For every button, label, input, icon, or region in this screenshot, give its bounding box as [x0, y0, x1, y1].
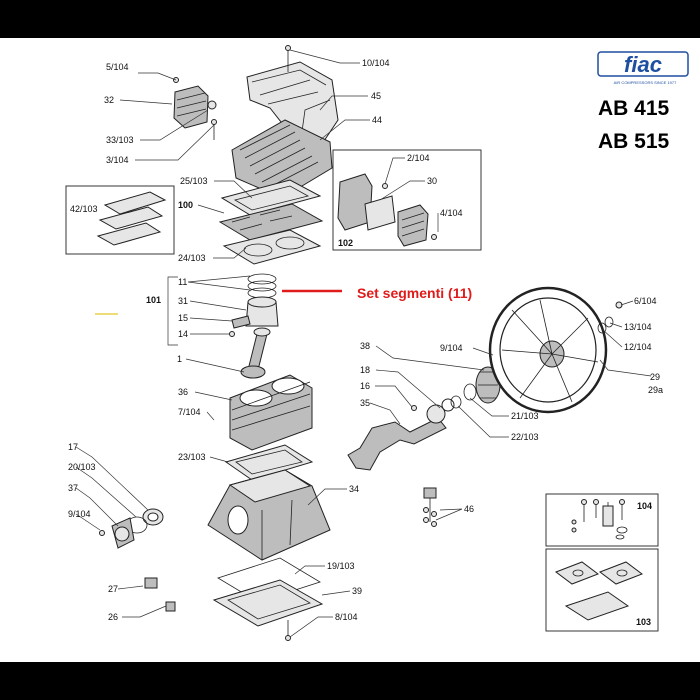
label-31: 31: [178, 296, 188, 306]
label-14: 14: [178, 329, 188, 339]
label-39: 39: [352, 586, 362, 596]
label-8-104: 8/104: [335, 612, 358, 622]
label-17: 17: [68, 442, 78, 452]
label-101: 101: [146, 295, 161, 305]
label-30: 30: [427, 176, 437, 186]
leader-lines: [75, 49, 652, 638]
part-labels: 5/104 10/104 32 45 44 33/103 3/104 2/104…: [68, 58, 663, 627]
label-104: 104: [637, 501, 652, 511]
label-6-104: 6/104: [634, 296, 657, 306]
exploded-diagram-sheet: fiac AIR COMPRESSORS SINCE 1977 AB 415 A…: [0, 38, 700, 662]
label-23-103: 23/103: [178, 452, 206, 462]
label-3-104: 3/104: [106, 155, 129, 165]
label-21-103: 21/103: [511, 411, 539, 421]
flywheel-part: [488, 286, 608, 414]
label-103: 103: [636, 617, 651, 627]
label-19-103: 19/103: [327, 561, 355, 571]
bearing-cap-parts: [99, 508, 164, 549]
label-46: 46: [464, 504, 474, 514]
label-44: 44: [372, 115, 382, 125]
cylinder-part: [229, 374, 313, 451]
callout-text: Set segmenti (11): [357, 285, 472, 301]
drain-valve-part: [423, 487, 437, 527]
gasket-kit-box-103: [545, 548, 659, 632]
valve-plate-stack: [218, 179, 324, 265]
label-33-103: 33/103: [106, 135, 134, 145]
label-29: 29: [650, 372, 660, 382]
label-35: 35: [360, 398, 370, 408]
model-title-1: AB 415: [598, 97, 670, 120]
label-32: 32: [104, 95, 114, 105]
valve-box-102: [332, 149, 482, 251]
label-4-104: 4/104: [440, 208, 463, 218]
label-20-103: 20/103: [68, 462, 96, 472]
label-12-104: 12/104: [624, 342, 652, 352]
bracket-101: [167, 276, 178, 346]
label-45: 45: [371, 91, 381, 101]
label-42-103: 42/103: [70, 204, 98, 214]
air-filter-part: [173, 85, 217, 129]
label-24-103: 24/103: [178, 253, 206, 263]
label-5-104: 5/104: [106, 62, 129, 72]
fiac-logo: fiac AIR COMPRESSORS SINCE 1977: [597, 51, 689, 85]
label-34: 34: [349, 484, 359, 494]
label-9-104-top: 9/104: [440, 343, 463, 353]
bottom-cover-part: [212, 557, 324, 641]
logo-frame: [597, 51, 689, 77]
exploded-view-diagram: fiac AIR COMPRESSORS SINCE 1977 AB 415 A…: [65, 45, 689, 641]
label-2-104: 2/104: [407, 153, 430, 163]
label-10-104: 10/104: [362, 58, 390, 68]
label-36: 36: [178, 387, 188, 397]
label-100: 100: [178, 200, 193, 210]
logo-text: fiac: [624, 52, 662, 77]
label-102: 102: [338, 238, 353, 248]
label-13-104: 13/104: [624, 322, 652, 332]
crankcase-part: [207, 469, 331, 561]
label-38: 38: [360, 341, 370, 351]
cylinder-head-part: [231, 119, 333, 199]
base-gasket-part: [224, 444, 314, 481]
label-22-103: 22/103: [511, 432, 539, 442]
label-37: 37: [68, 483, 78, 493]
label-16: 16: [360, 381, 370, 391]
label-15: 15: [178, 313, 188, 323]
label-18: 18: [360, 365, 370, 375]
label-25-103: 25/103: [180, 176, 208, 186]
label-9-104-left: 9/104: [68, 509, 91, 519]
label-26: 26: [108, 612, 118, 622]
label-7-104: 7/104: [178, 407, 201, 417]
crankshaft-part: [347, 398, 455, 471]
valve-kit-box-42: [65, 185, 175, 255]
label-29a: 29a: [648, 385, 663, 395]
model-title-2: AB 515: [598, 130, 670, 153]
logo-tagline: AIR COMPRESSORS SINCE 1977: [614, 80, 677, 85]
screw-kit-box-104: [545, 493, 659, 547]
label-27: 27: [108, 584, 118, 594]
oil-plug-parts: [144, 577, 176, 612]
piston-assembly: [229, 273, 279, 379]
label-11: 11: [178, 277, 187, 287]
label-1: 1: [177, 354, 182, 364]
